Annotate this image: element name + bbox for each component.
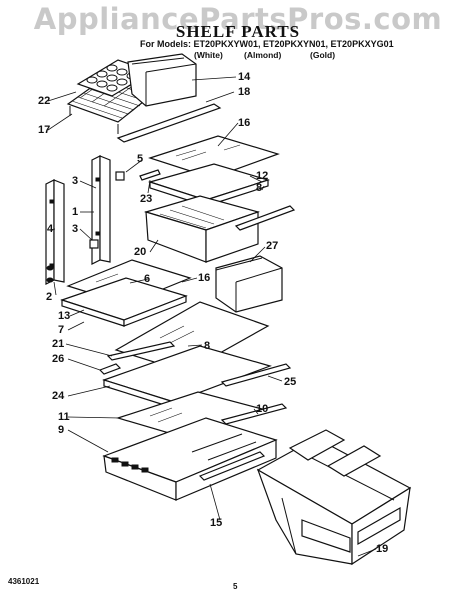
finish-label-gold: (Gold) [310, 50, 336, 60]
callout-label: 17 [38, 124, 51, 136]
clip-part-23 [139, 169, 161, 181]
rail-part-21 [106, 341, 176, 361]
bin-part-27 [215, 255, 283, 313]
rail-part-26 [98, 363, 122, 375]
callout-label: 3 [72, 175, 79, 187]
pin-part-2 [46, 265, 54, 283]
rod-part-10 [220, 403, 288, 425]
shelf-frame-part-24 [102, 345, 272, 409]
callout-label: 14 [238, 71, 251, 83]
callout-label: 20 [134, 246, 147, 258]
callout-label: 7 [58, 324, 65, 336]
callout-label: 16 [238, 117, 251, 129]
callout-label: 25 [284, 376, 297, 388]
part-code: 4361021 [8, 577, 40, 586]
shelf-frame-part-12 [147, 163, 271, 207]
callout-label: 16 [198, 272, 211, 284]
page-title: SHELF PARTS [175, 22, 301, 41]
callout-label: 27 [266, 240, 279, 252]
rod-part-25 [220, 363, 292, 387]
page-number: 5 [233, 582, 238, 591]
callout-label: 13 [58, 310, 71, 322]
callout-label: 8 [204, 340, 211, 352]
callout-label: 24 [52, 390, 65, 402]
callout-label: 10 [256, 403, 269, 415]
rod-part-8-upper [234, 205, 296, 231]
shelf-frame-part-13-7 [60, 277, 188, 327]
callout-label: 11 [58, 411, 70, 423]
callout-label: 18 [238, 86, 251, 98]
shelf-ladder-part-1 [91, 155, 111, 265]
callout-label: 23 [140, 193, 153, 205]
callout-label: 15 [210, 517, 223, 529]
callout-label: 1 [72, 206, 79, 218]
callout-label: 6 [144, 273, 151, 285]
callout-label: 9 [58, 424, 65, 436]
finish-label-almond: (Almond) [244, 50, 282, 60]
callout-label: 2 [46, 291, 53, 303]
callout-label: 3 [72, 223, 79, 235]
shelf-ladder-part-4 [45, 179, 65, 285]
callout-label: 26 [52, 353, 65, 365]
watermark: AppliancePartsPros.com [33, 2, 443, 36]
callout-label: 22 [38, 95, 51, 107]
rail-part-15 [198, 451, 266, 481]
callout-label: 5 [137, 153, 144, 165]
bin-part-14 [127, 53, 197, 107]
bracket-part-3 [89, 171, 125, 249]
model-numbers: For Models: ET20PKXYW01, ET20PKXYN01, ET… [140, 39, 394, 49]
leader-lines [47, 76, 377, 557]
callout-label: 8 [256, 182, 263, 194]
crisper-drawers-part-19 [256, 429, 412, 566]
rail-part-18 [116, 103, 222, 143]
callout-label: 4 [47, 223, 54, 235]
callout-label: 21 [52, 338, 65, 350]
finish-label-white: (White) [194, 50, 223, 60]
callout-label: 12 [256, 170, 269, 182]
callout-label: 19 [376, 543, 389, 555]
